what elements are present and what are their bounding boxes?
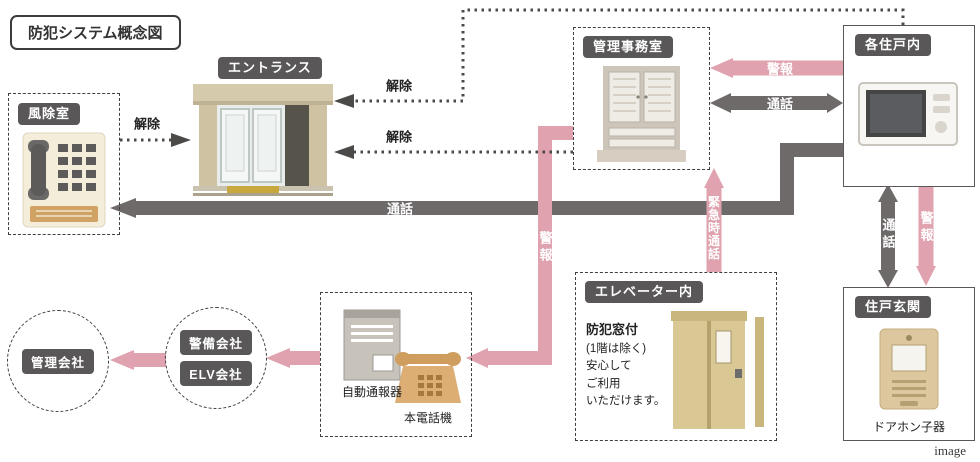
control-cabinet-illustration <box>597 66 686 162</box>
entrance-label: エントランス <box>218 57 322 79</box>
elevator-note: 防犯窓付 (1階は除く) 安心して ご利用 いただけます。 <box>586 319 678 410</box>
residence-entrance-box: 住戸玄関 ドアホン子器 <box>843 287 975 441</box>
alarm-arrow-dialer <box>466 126 573 368</box>
elevator-door-illustration <box>671 311 764 429</box>
diagram-title-text: 防犯システム概念図 <box>28 25 163 42</box>
elevator-box: エレベーター内 防犯窓付 (1階は除く) 安心して ご利用 いただけます。 <box>575 272 777 441</box>
call-arrow-main <box>110 143 843 218</box>
elevator-label: エレベーター内 <box>585 281 704 303</box>
release-arrow-label-top: 解除 <box>385 78 413 94</box>
elevator-note-line: いただけます。 <box>586 394 666 407</box>
residence-interior-label: 各住戸内 <box>855 34 932 56</box>
release-dotted-arrow-office <box>334 145 573 159</box>
intercom-monitor-illustration <box>858 82 958 146</box>
image-watermark: image <box>934 443 966 458</box>
elevator-note-title: 防犯窓付 <box>586 322 639 337</box>
windbreak-room-label: 風除室 <box>18 103 81 125</box>
call-arrow-label-door: 通話 <box>880 218 896 252</box>
security-company-circle: 警備会社 ELV会社 <box>165 307 267 409</box>
elevator-note-line: 安心して <box>586 360 632 373</box>
release-arrow-label-windbreak: 解除 <box>133 116 161 132</box>
doorphone-illustration <box>879 328 939 410</box>
intercom-panel-illustration <box>22 132 106 228</box>
elevator-note-line: ご利用 <box>586 377 621 390</box>
call-arrow-door <box>878 184 898 288</box>
alarm-arrow-door <box>916 185 936 286</box>
alarm-arrow-label-dialer: 警報 <box>537 231 553 265</box>
release-dotted-arrow-top <box>334 8 905 108</box>
call-arrow-label-office: 通話 <box>766 96 794 112</box>
report-arrow-security <box>266 348 320 368</box>
main-phone-caption: 本電話機 <box>403 411 452 425</box>
residence-interior-box: 各住戸内 <box>843 25 975 187</box>
alarm-arrow-label-office: 警報 <box>766 61 794 77</box>
management-company-label: 管理会社 <box>21 348 94 374</box>
management-office-box: 管理事務室 <box>573 27 710 170</box>
auto-dialer-box: 自動通報器 本電話機 <box>320 292 472 437</box>
report-arrow-management <box>110 350 166 370</box>
telephone-illustration <box>395 352 461 403</box>
elv-company-label: ELV会社 <box>180 361 252 386</box>
auto-dialer-caption: 自動通報器 <box>341 385 402 399</box>
management-office-label: 管理事務室 <box>583 36 674 58</box>
alarm-arrow-label-door: 警報 <box>918 211 934 245</box>
entrance-illustration <box>193 84 333 196</box>
release-dotted-arrow-windbreak <box>120 133 191 147</box>
emergency-call-arrow <box>704 168 724 272</box>
elevator-note-line: (1階は除く) <box>586 343 647 355</box>
diagram-title: 防犯システム概念図 <box>10 15 181 50</box>
call-arrow-label-main: 通話 <box>386 201 414 217</box>
security-company-label: 警備会社 <box>179 330 252 355</box>
call-arrow-office <box>710 93 843 113</box>
residence-entrance-label: 住戸玄関 <box>855 296 932 318</box>
auto-dialer-illustration <box>343 309 401 381</box>
alarm-arrow-office <box>710 58 843 78</box>
release-arrow-label-office: 解除 <box>385 129 413 145</box>
windbreak-room-box: 風除室 <box>8 93 120 235</box>
management-company-circle: 管理会社 <box>7 310 109 412</box>
emergency-call-arrow-label: 緊急時通話 <box>706 195 721 261</box>
doorphone-caption: ドアホン子器 <box>872 419 945 434</box>
